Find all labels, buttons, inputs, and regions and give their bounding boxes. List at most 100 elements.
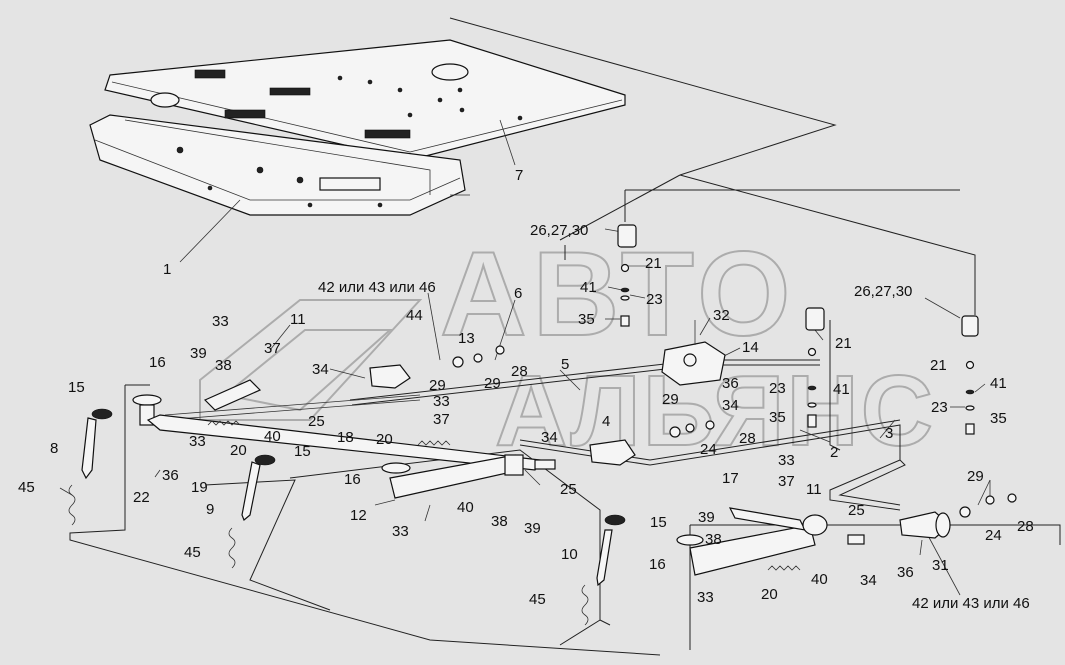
return-springs: [207, 420, 801, 571]
fluid-reservoir-3: [961, 315, 979, 337]
callout-19: 19: [191, 479, 208, 496]
callout-35-right: 35: [990, 410, 1007, 427]
callout-1: 1: [163, 261, 171, 278]
callout-32: 32: [713, 307, 730, 324]
callout-34-a: 34: [312, 361, 329, 378]
callout-18: 18: [337, 429, 354, 446]
callout-33-a: 33: [212, 313, 229, 330]
callout-20-a: 20: [230, 442, 247, 459]
watermark-line1: АВТО: [440, 227, 796, 361]
callout-25-b: 25: [560, 481, 577, 498]
callout-29-a: 29: [429, 377, 446, 394]
callout-23-right: 23: [931, 399, 948, 416]
brake-cylinder-left: [369, 364, 411, 389]
callout-33-e: 33: [778, 452, 795, 469]
callout-40-c: 40: [811, 571, 828, 588]
callout-6: 6: [514, 285, 522, 302]
callout-36-a: 36: [722, 375, 739, 392]
callout-23-mid: 23: [769, 380, 786, 397]
callout-21-right: 21: [930, 357, 947, 374]
callout-37-c: 37: [778, 473, 795, 490]
callout-36-c: 36: [897, 564, 914, 581]
pedal-assemblies: [81, 379, 865, 587]
brake-cylinder-middle: [589, 439, 636, 466]
callout-17: 17: [722, 470, 739, 487]
callout-37-b: 37: [433, 411, 450, 428]
callout-45-mid: 45: [184, 544, 201, 561]
watermark: АВТО АЛЬЯНС: [199, 226, 934, 468]
callout-26-27-30-top: 26,27,30: [530, 222, 588, 239]
callout-15-right: 15: [650, 514, 667, 531]
callout-38-b: 38: [491, 513, 508, 530]
callout-26-27-30-right: 26,27,30: [854, 283, 912, 300]
callout-38-a: 38: [215, 357, 232, 374]
callout-33-f: 33: [697, 589, 714, 606]
floor-plate: [104, 39, 626, 161]
callout-10: 10: [561, 546, 578, 563]
callout-16-right: 16: [649, 556, 666, 573]
callout-15-left: 15: [68, 379, 85, 396]
callout-41-mid: 41: [833, 381, 850, 398]
fluid-reservoir-2: [805, 307, 825, 331]
callout-41-top: 41: [580, 279, 597, 296]
callout-29-b: 29: [484, 375, 501, 392]
callout-29-c: 29: [662, 391, 679, 408]
callout-5: 5: [561, 356, 569, 373]
callout-45-left: 45: [18, 479, 35, 496]
callout-33-c: 33: [189, 433, 206, 450]
callout-44: 44: [406, 307, 423, 324]
watermark-logo-shape: [199, 299, 423, 421]
callout-21-mid: 21: [835, 335, 852, 352]
callout-31: 31: [932, 557, 949, 574]
rubber-boots: [68, 484, 589, 626]
callout-15-mid: 15: [294, 443, 311, 460]
callout-34-c: 34: [541, 429, 558, 446]
fluid-reservoir-1: [617, 224, 637, 248]
callout-3: 3: [885, 425, 893, 442]
callout-20-b: 20: [376, 431, 393, 448]
callout-35-mid: 35: [769, 409, 786, 426]
callout-16-left: 16: [149, 354, 166, 371]
callout-11-left: 11: [290, 311, 306, 328]
callout-41-right: 41: [990, 375, 1007, 392]
callout-8: 8: [50, 440, 58, 457]
callout-20-c: 20: [761, 586, 778, 603]
callout-28-b: 28: [739, 430, 756, 447]
callout-16-mid: 16: [344, 471, 361, 488]
callout-39-c: 39: [698, 509, 715, 526]
callout-42-43-46-right: 42 или 43 или 46: [912, 595, 1030, 612]
callout-25-a: 25: [308, 413, 325, 430]
callout-4: 4: [602, 413, 610, 430]
callout-39-a: 39: [190, 345, 207, 362]
callout-labels: 1 7 26,27,30 26,27,30 21 41 23 35 32 14 …: [18, 167, 1034, 612]
callout-42-43-46-left: 42 или 43 или 46: [318, 279, 436, 296]
callout-28-c: 28: [1017, 518, 1034, 535]
callout-24-a: 24: [700, 441, 717, 458]
callout-45-right: 45: [529, 591, 546, 608]
callout-21-top: 21: [645, 255, 662, 272]
cab-frame: [89, 114, 470, 216]
callout-36-b: 36: [162, 467, 179, 484]
callout-40-b: 40: [457, 499, 474, 516]
callout-2: 2: [830, 444, 838, 461]
callout-24-b: 24: [985, 527, 1002, 544]
callout-35-top: 35: [578, 311, 595, 328]
callout-25-c: 25: [848, 502, 865, 519]
callout-37-a: 37: [264, 340, 281, 357]
callout-29-d: 29: [967, 468, 984, 485]
callout-39-b: 39: [524, 520, 541, 537]
callout-34-b: 34: [722, 397, 739, 414]
callout-33-b: 33: [433, 393, 450, 410]
callout-14: 14: [742, 339, 759, 356]
callout-22: 22: [133, 489, 150, 506]
callout-7: 7: [515, 167, 523, 184]
callout-28-a: 28: [511, 363, 528, 380]
callout-34-d: 34: [860, 572, 877, 589]
callout-9: 9: [206, 501, 214, 518]
callout-38-c: 38: [705, 531, 722, 548]
callout-23-top: 23: [646, 291, 663, 308]
callout-40-a: 40: [264, 428, 281, 445]
callout-11-right: 11: [806, 481, 822, 498]
